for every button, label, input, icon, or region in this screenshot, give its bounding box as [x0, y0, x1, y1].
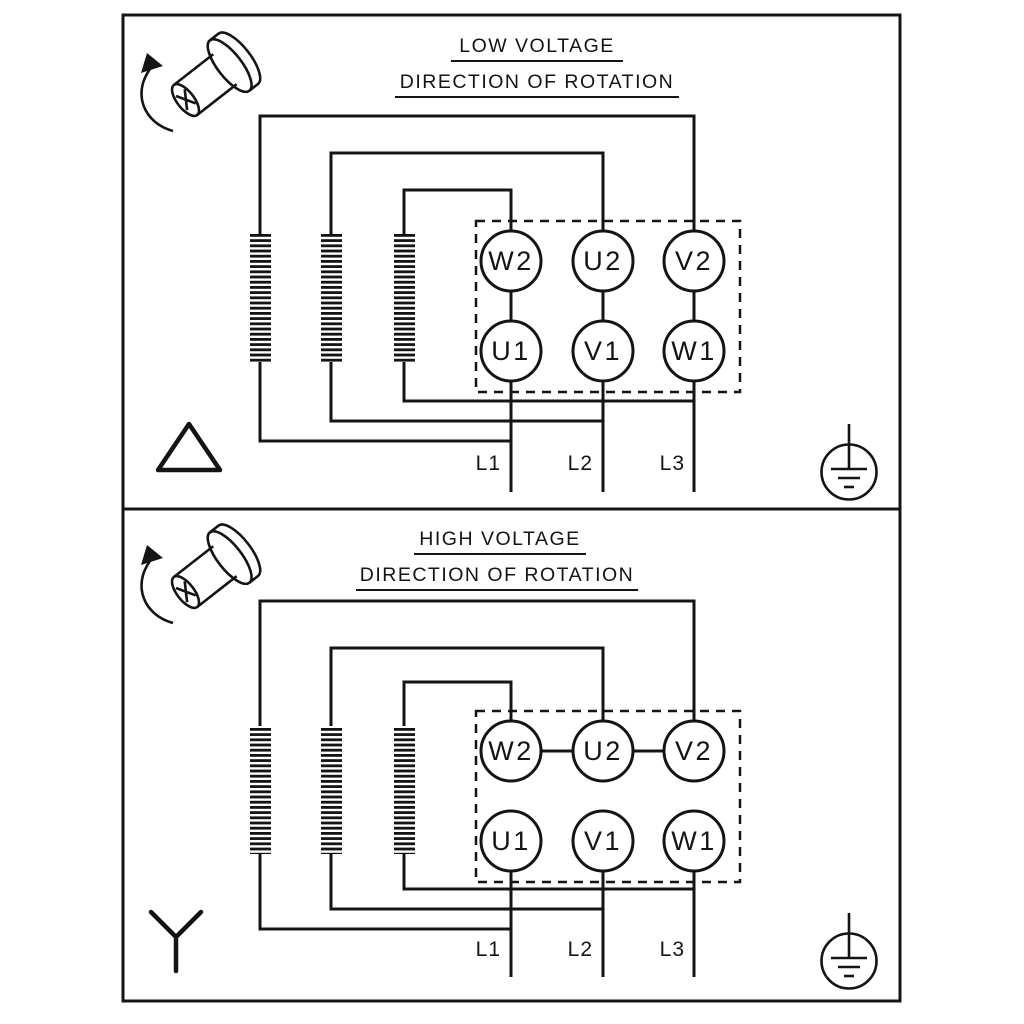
panel-border: [121, 507, 902, 1003]
wire-coil1-to-v2: [258, 599, 696, 726]
terminal-w2-label: W2: [488, 246, 534, 276]
panel-low-voltage: LOW VOLTAGE DIRECTION OF ROTATION: [121, 13, 902, 511]
terminal-w1-label: W1: [671, 336, 717, 366]
winding-coil-3: [394, 726, 415, 854]
wire-coil1-to-v2: [258, 114, 696, 234]
terminal-v1: [571, 809, 635, 873]
wire-coil1-to-u1: [258, 362, 511, 443]
terminal-w2: [479, 229, 543, 293]
winding-coil-3: [394, 234, 415, 362]
winding-coil-1: [250, 726, 271, 854]
terminal-u2-label: U2: [583, 246, 623, 276]
delta-connection-icon: [155, 421, 223, 473]
winding-wires: [258, 114, 696, 492]
terminal-w1-label: W1: [671, 826, 717, 856]
wire-coil2-to-v1: [329, 854, 603, 911]
terminal-w1: [662, 809, 726, 873]
earth-ground-icon: [820, 424, 878, 501]
winding-wires: [258, 599, 696, 977]
terminal-row-bottom: U1 V1 W1: [479, 809, 726, 873]
rotation-arrow-head: [141, 545, 163, 565]
terminal-u1: [479, 319, 543, 383]
terminal-block-outline: [474, 219, 742, 394]
terminal-row-top: W2 U2 V2: [479, 719, 726, 783]
supply-l2-label: L2: [568, 452, 593, 475]
wire-coil2-to-v1: [329, 362, 603, 423]
terminal-v1-label: V1: [584, 826, 622, 856]
terminal-u1-label: U1: [491, 826, 531, 856]
wire-coil3-to-w2: [402, 680, 513, 726]
wire-coil2-to-u2: [329, 151, 605, 234]
terminal-w2-label: W2: [488, 736, 534, 766]
terminal-v2: [662, 229, 726, 293]
terminal-u2: [571, 719, 635, 783]
wire-coil3-to-w1: [402, 854, 694, 891]
panel-title: HIGH VOLTAGE: [419, 528, 580, 550]
star-connection-icon: [148, 909, 204, 974]
wire-coil3-to-w2: [402, 188, 513, 234]
terminal-u2: [571, 229, 635, 293]
winding-coil-2: [321, 234, 342, 362]
terminal-w1: [662, 319, 726, 383]
wire-coil3-to-w1: [402, 362, 694, 403]
wire-coil2-to-u2: [329, 646, 605, 726]
terminal-v2: [662, 719, 726, 783]
rotation-arrow-head: [141, 53, 163, 73]
wire-coil1-to-u1: [258, 854, 511, 931]
terminal-w2: [479, 719, 543, 783]
supply-l1-label: L1: [476, 452, 501, 475]
terminal-v1-label: V1: [584, 336, 622, 366]
supply-l3-label: L3: [660, 938, 685, 961]
winding-coil-1: [250, 234, 271, 362]
panel-high-voltage: HIGH VOLTAGE DIRECTION OF ROTATION: [121, 507, 902, 1003]
terminal-v1: [571, 319, 635, 383]
earth-ground-icon: [820, 913, 878, 990]
terminal-v2-label: V2: [675, 736, 713, 766]
terminal-row-bottom: U1 V1 W1: [479, 319, 726, 383]
rotation-arrow: [140, 560, 174, 625]
winding-coil-2: [321, 726, 342, 854]
supply-l1-label: L1: [476, 938, 501, 961]
rotation-arrow: [140, 68, 174, 133]
panel-title: LOW VOLTAGE: [459, 35, 615, 57]
terminal-v2-label: V2: [675, 246, 713, 276]
supply-l3-label: L3: [660, 452, 685, 475]
terminal-u1: [479, 809, 543, 873]
panel-subtitle: DIRECTION OF ROTATION: [400, 71, 675, 93]
terminal-row-top: W2 U2 V2: [479, 229, 726, 293]
rotation-direction-shaft-icon: [140, 31, 262, 133]
rotation-direction-shaft-icon: [140, 523, 262, 625]
panel-subtitle: DIRECTION OF ROTATION: [360, 564, 635, 586]
terminal-block-outline: [474, 709, 742, 884]
supply-l2-label: L2: [568, 938, 593, 961]
terminal-u2-label: U2: [583, 736, 623, 766]
terminal-u1-label: U1: [491, 336, 531, 366]
